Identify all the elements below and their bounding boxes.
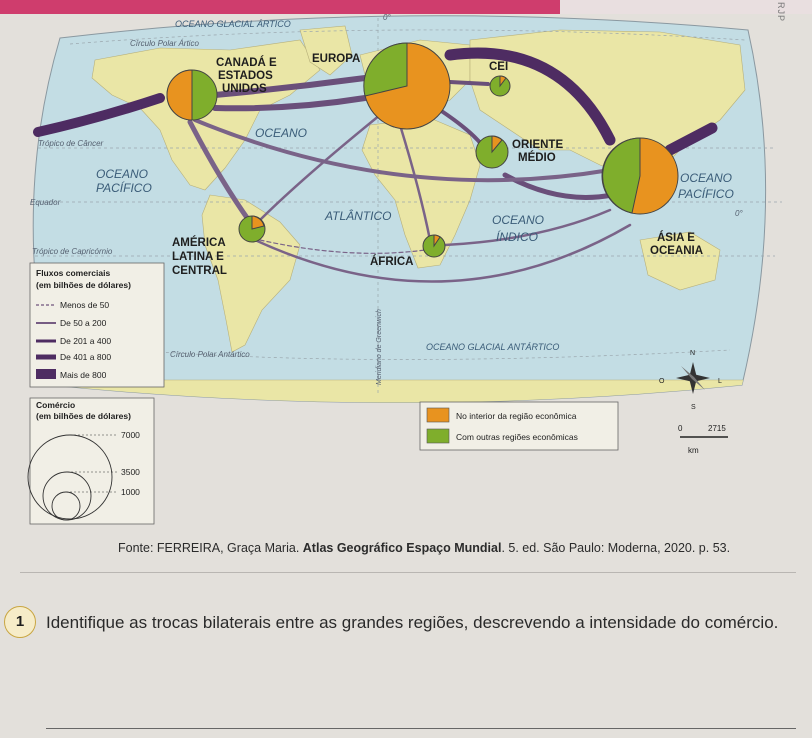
label-latin-america-2: LATINA E [172, 251, 224, 263]
label-latin-america-1: AMÉRICA [172, 236, 226, 249]
commerce-value-1000: 1000 [121, 487, 140, 497]
label-cei: CEI [489, 61, 508, 73]
color-legend-interior: No interior da região econômica [456, 411, 577, 421]
flow-arrow-latam-africa [259, 239, 426, 254]
commerce-value-3500: 3500 [121, 467, 140, 477]
flows-legend-item-5: Mais de 800 [60, 370, 107, 380]
flow-arrow-asia-europe [444, 47, 616, 146]
label-tropic-cancer: Trópico de Câncer [38, 139, 104, 148]
color-legend: No interior da região econômica Com outr… [419, 401, 619, 451]
flows-legend-title-2: (em bilhões de dólares) [36, 280, 131, 290]
commerce-value-7000: 7000 [121, 430, 140, 440]
flow-arrow-nam-latam [187, 119, 253, 225]
label-equator: Equador [30, 198, 61, 207]
compass-l: L [718, 378, 722, 385]
pie-canada-us [166, 69, 218, 121]
label-pacific-right-2: PACÍFICO [678, 186, 734, 201]
color-swatch-interior [426, 407, 450, 423]
world-trade-map: OCEANO GLACIAL ÁRTICO OCEANO PACÍFICO OC… [27, 13, 782, 525]
label-canada-us-2: ESTADOS [218, 70, 273, 82]
answer-line[interactable] [46, 728, 796, 729]
question-text: Identifique as trocas bilaterais entre a… [46, 613, 779, 632]
pie-latin-america [238, 215, 266, 243]
source-suffix: . 5. ed. São Paulo: Moderna, 2020. p. 53… [501, 541, 731, 555]
label-tropic-capricorn: Trópico de Capricórnio [32, 247, 113, 256]
landmass-greenland [299, 25, 353, 76]
label-arctic-ocean: OCEANO GLACIAL ÁRTICO [175, 19, 291, 29]
label-latin-america-3: CENTRAL [172, 265, 227, 277]
flows-legend-item-2: De 50 a 200 [60, 318, 107, 328]
flows-legend-item-3: De 201 a 400 [60, 336, 111, 346]
scale-start: 0 [678, 424, 683, 433]
pie-cei [489, 75, 511, 97]
arctic-circle-line [69, 29, 746, 45]
landmass-australia [639, 231, 721, 291]
flow-arrow-europe-cei [448, 80, 490, 86]
flow-arrow-asia-pacific [664, 122, 718, 156]
scale-bar: 0 2715 km [678, 424, 728, 455]
source-prefix: Fonte: FERREIRA, Graça Maria. [118, 541, 303, 555]
flows-legend-item-1: Menos de 50 [60, 300, 109, 310]
label-asia-oceania-2: OCEANIA [650, 245, 703, 257]
label-middle-east-2: MÉDIO [518, 151, 556, 164]
flow-arrow-europe-latam [256, 113, 382, 224]
label-canada-us-3: UNIDOS [222, 83, 267, 95]
flow-arrow-latam-asia [253, 223, 632, 283]
section-divider [20, 572, 796, 573]
label-deg0-top: 0° [383, 13, 391, 22]
label-africa: ÁFRICA [370, 255, 413, 268]
compass-s: S [691, 404, 696, 411]
commerce-legend-title-2: (em bilhões de dólares) [36, 411, 131, 421]
label-asia-oceania-1: ÁSIA E [657, 231, 695, 244]
source-citation: Fonte: FERREIRA, Graça Maria. Atlas Geog… [118, 541, 730, 555]
flows-legend-title-1: Fluxos comerciais [36, 268, 110, 278]
compass-n: N [690, 350, 695, 357]
question-number: 1 [4, 606, 36, 638]
compass-o: O [659, 378, 665, 385]
label-europa: EUROPA [312, 53, 360, 65]
landmass-antarctica [33, 379, 766, 403]
label-deg0-right: 0° [735, 209, 743, 218]
flow-arrow-pacific-to-nam [33, 93, 165, 137]
pie-middle-east [475, 135, 509, 169]
label-canada-us-1: CANADÁ E [216, 56, 277, 69]
label-pacific-left-2: PACÍFICO [96, 180, 152, 195]
label-pacific-left-1: OCEANO [96, 167, 148, 181]
color-legend-other: Com outras regiões econômicas [456, 432, 578, 442]
flow-arrow-europe-africa [398, 123, 432, 242]
scale-unit: km [688, 446, 699, 455]
flow-arrow-africa-asia [443, 208, 612, 247]
label-antarctic-ocean: OCEANO GLACIAL ANTÁRTICO [426, 342, 559, 352]
label-indian-1: OCEANO [492, 213, 544, 227]
color-swatch-other [426, 428, 450, 444]
flow-arrow-europe-nam [212, 95, 368, 112]
label-middle-east-1: ORIENTE [512, 139, 563, 151]
source-title: Atlas Geográfico Espaço Mundial [302, 541, 502, 555]
pie-africa [422, 234, 446, 258]
flow-arrow-nam-europe [212, 75, 368, 98]
pie-europe [363, 42, 451, 130]
landmass-south-america [201, 194, 301, 353]
label-atlantic-1: OCEANO [255, 126, 307, 140]
commerce-legend-title-1: Comércio [36, 400, 75, 410]
flow-arrow-nam-asia [193, 118, 612, 183]
flows-legend: Fluxos comerciais (em bilhões de dólares… [29, 262, 165, 388]
label-greenwich: Meridiano de Greenwich [376, 309, 383, 385]
commerce-legend: Comércio (em bilhões de dólares) 7000 35… [27, 397, 155, 525]
label-atlantic-2: ATLÂNTICO [324, 208, 391, 223]
header-bar-fade [560, 0, 812, 14]
label-arctic-circle: Círculo Polar Ártico [130, 39, 199, 48]
antarctic-circle-line [159, 349, 731, 360]
flows-legend-item-4: De 401 a 800 [60, 352, 111, 362]
compass-rose: N S L O [659, 350, 722, 411]
label-pacific-right-1: OCEANO [680, 171, 732, 185]
label-antarctic-circle: Círculo Polar Antártico [170, 350, 250, 359]
label-indian-2: ÍNDICO [496, 229, 538, 244]
scale-end: 2715 [708, 424, 726, 433]
pie-asia-oceania [601, 137, 679, 215]
